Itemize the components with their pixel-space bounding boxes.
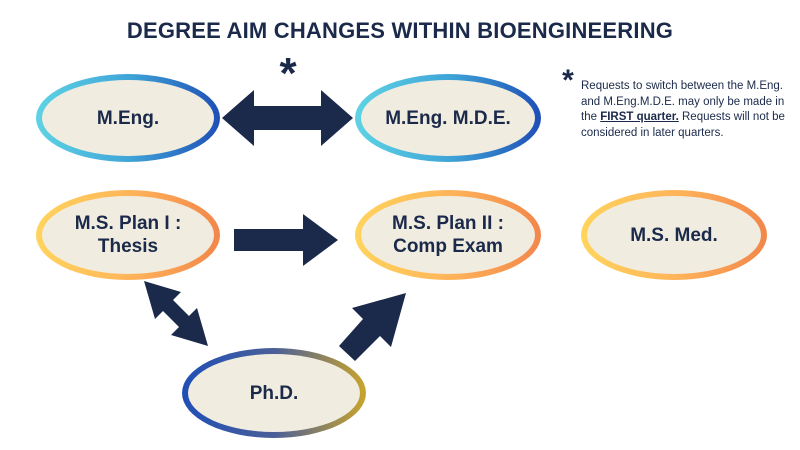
arrow-plan1-phd bbox=[144, 281, 208, 346]
footnote-emphasis: FIRST quarter. bbox=[600, 111, 679, 123]
node-ms-plan2: M.S. Plan II : Comp Exam bbox=[355, 190, 541, 280]
asterisk-marker: * bbox=[279, 49, 297, 98]
diagram-title: DEGREE AIM CHANGES WITHIN BIOENGINEERING bbox=[126, 18, 674, 43]
footnote-text-end: Requests will not be considered in later… bbox=[581, 111, 785, 139]
note-asterisk: * bbox=[562, 64, 574, 97]
node-ms-plan1-label: M.S. Plan I : Thesis bbox=[42, 196, 214, 274]
node-ms-med-label: M.S. Med. bbox=[587, 196, 761, 274]
node-meng: M.Eng. bbox=[36, 74, 220, 162]
node-meng-mde-label: M.Eng. M.D.E. bbox=[361, 80, 535, 156]
footnote-text-start: Requests to switch between the M.Eng. an… bbox=[581, 80, 785, 123]
node-ms-med: M.S. Med. bbox=[581, 190, 767, 280]
node-meng-label: M.Eng. bbox=[42, 80, 214, 156]
node-ms-plan1: M.S. Plan I : Thesis bbox=[36, 190, 220, 280]
node-phd-label: Ph.D. bbox=[188, 354, 360, 432]
node-phd: Ph.D. bbox=[182, 348, 366, 438]
arrow-meng-mengmde bbox=[222, 90, 353, 146]
arrow-plan1-plan2 bbox=[234, 214, 338, 266]
footnote: Requests to switch between the M.Eng. an… bbox=[581, 79, 786, 141]
node-meng-mde: M.Eng. M.D.E. bbox=[355, 74, 541, 162]
node-ms-plan2-label: M.S. Plan II : Comp Exam bbox=[361, 196, 535, 274]
arrow-phd-plan2 bbox=[339, 293, 406, 361]
